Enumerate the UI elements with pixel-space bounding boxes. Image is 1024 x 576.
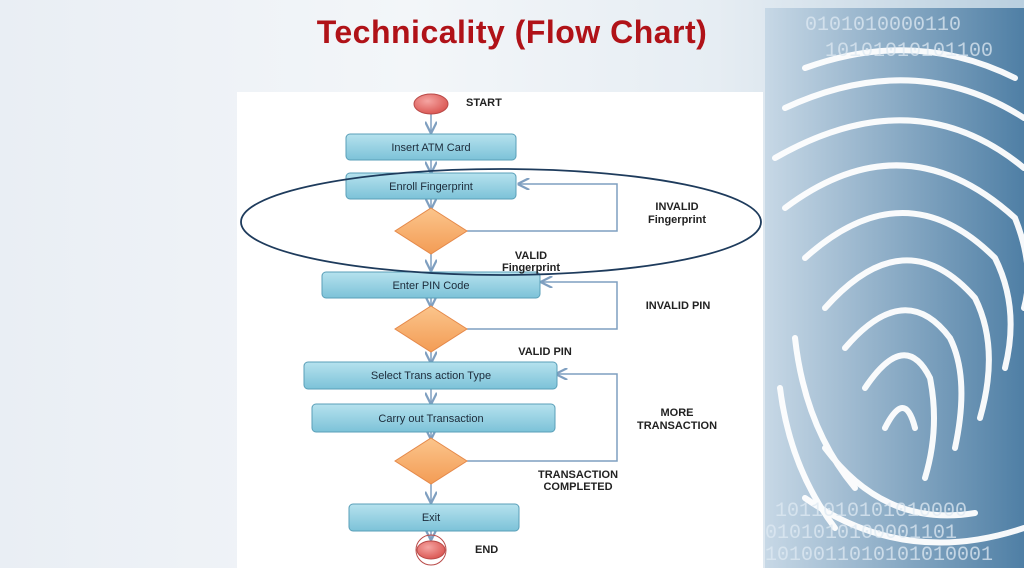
binary-text: 0101010000110	[805, 14, 961, 37]
step-box-carry-out	[311, 403, 556, 433]
binary-text: 1011010101010000	[775, 500, 967, 523]
step-box-insert-card	[345, 133, 517, 161]
step-text-select-transaction: Select Trans action Type	[371, 370, 491, 382]
binary-text: 0101010100001101	[765, 522, 957, 545]
end-label: END	[475, 544, 498, 556]
fingerprint-highlight-ellipse	[240, 168, 762, 276]
label-transaction-completed-line2: COMPLETED	[543, 481, 612, 493]
label-more-transaction-line2: TRANSACTION	[637, 420, 717, 432]
label-invalid-fingerprint-line1: INVALID	[655, 201, 698, 213]
step-box-select-transaction	[303, 361, 558, 390]
step-box-exit	[348, 503, 520, 532]
label-valid-fingerprint-line2: Fingerprint	[502, 262, 560, 274]
atm-flowchart: START END Insert ATM Card Enroll Fingerp…	[240, 93, 762, 566]
label-invalid-fingerprint-line2: Fingerprint	[648, 214, 706, 226]
start-node	[413, 93, 449, 115]
end-node	[416, 540, 446, 560]
label-more-transaction-line1: MORE	[661, 407, 694, 419]
start-label: START	[466, 97, 502, 109]
decision-transaction	[394, 437, 468, 485]
label-invalid-pin: INVALID PIN	[646, 300, 711, 312]
label-transaction-completed-line1: TRANSACTION	[538, 469, 618, 481]
label-valid-fingerprint-line1: VALID	[515, 250, 547, 262]
decision-fingerprint	[394, 207, 468, 255]
fingerprint-background-image: 0101010000110 10101010101100 01010101000…	[765, 8, 1024, 568]
binary-text: 1010011010101010001	[765, 544, 993, 567]
slide-title: Technicality (Flow Chart)	[316, 14, 708, 50]
step-text-exit: Exit	[422, 512, 440, 524]
step-text-enter-pin: Enter PIN Code	[392, 280, 469, 292]
label-valid-pin: VALID PIN	[518, 346, 572, 358]
decision-pin	[394, 305, 468, 353]
step-text-insert-card: Insert ATM Card	[391, 142, 470, 154]
step-box-enroll-fingerprint	[345, 172, 517, 200]
step-text-carry-out: Carry out Transaction	[378, 413, 483, 425]
flowchart-panel: START END Insert ATM Card Enroll Fingerp…	[237, 92, 763, 568]
binary-text: 10101010101100	[825, 40, 993, 63]
step-box-enter-pin	[321, 271, 541, 299]
step-text-enroll-fingerprint: Enroll Fingerprint	[389, 181, 473, 193]
slide-bottom-band	[0, 568, 1024, 576]
